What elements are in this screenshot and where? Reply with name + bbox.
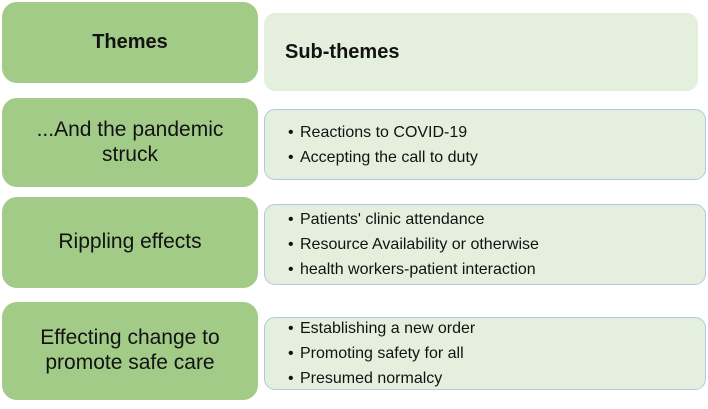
bullet-icon: •	[288, 211, 294, 228]
list-item: • Reactions to COVID-19	[288, 120, 697, 145]
bullet-icon: •	[288, 345, 294, 362]
list-item: • Presumed normalcy	[288, 366, 697, 391]
list-item: • Establishing a new order	[288, 316, 697, 341]
subtheme-text: Patients' clinic attendance	[300, 211, 485, 228]
theme-box-rippling-effects: Rippling effects	[2, 197, 258, 288]
bullet-icon: •	[288, 320, 294, 337]
list-item: • Promoting safety for all	[288, 341, 697, 366]
theme-label: Effecting change to promote safe care	[40, 326, 220, 374]
subtheme-box-pandemic-struck: • Reactions to COVID-19 • Accepting the …	[264, 109, 706, 180]
subtheme-list: • Reactions to COVID-19 • Accepting the …	[288, 120, 697, 170]
subtheme-text: Accepting the call to duty	[300, 148, 478, 166]
subtheme-box-effecting-change: • Establishing a new order • Promoting s…	[264, 317, 706, 390]
list-item: • health workers-patient interaction	[288, 257, 697, 282]
subtheme-text: Establishing a new order	[300, 320, 476, 337]
bullet-icon: •	[288, 236, 294, 253]
themes-header-label: Themes	[92, 31, 168, 53]
subtheme-list: • Establishing a new order • Promoting s…	[288, 316, 697, 391]
theme-box-effecting-change: Effecting change to promote safe care	[2, 302, 258, 400]
subtheme-text: health workers-patient interaction	[300, 261, 536, 278]
theme-box-pandemic-struck: ...And the pandemic struck	[2, 98, 258, 187]
subtheme-text: Presumed normalcy	[300, 370, 443, 387]
list-item: • Resource Availability or otherwise	[288, 232, 697, 257]
subtheme-box-rippling-effects: • Patients' clinic attendance • Resource…	[264, 204, 706, 285]
subtheme-list: • Patients' clinic attendance • Resource…	[288, 207, 697, 282]
subtheme-text: Resource Availability or otherwise	[300, 236, 539, 253]
bullet-icon: •	[288, 370, 294, 387]
theme-label: Rippling effects	[58, 230, 202, 254]
list-item: • Accepting the call to duty	[288, 145, 697, 170]
subthemes-header-box: Sub-themes	[264, 13, 698, 91]
bullet-icon: •	[288, 148, 294, 166]
list-item: • Patients' clinic attendance	[288, 207, 697, 232]
subthemes-header-label: Sub-themes	[285, 40, 400, 63]
themes-header-box: Themes	[2, 2, 258, 83]
bullet-icon: •	[288, 261, 294, 278]
subtheme-text: Promoting safety for all	[300, 345, 464, 362]
subtheme-text: Reactions to COVID-19	[300, 123, 468, 141]
bullet-icon: •	[288, 123, 294, 141]
theme-label: ...And the pandemic struck	[36, 117, 224, 166]
